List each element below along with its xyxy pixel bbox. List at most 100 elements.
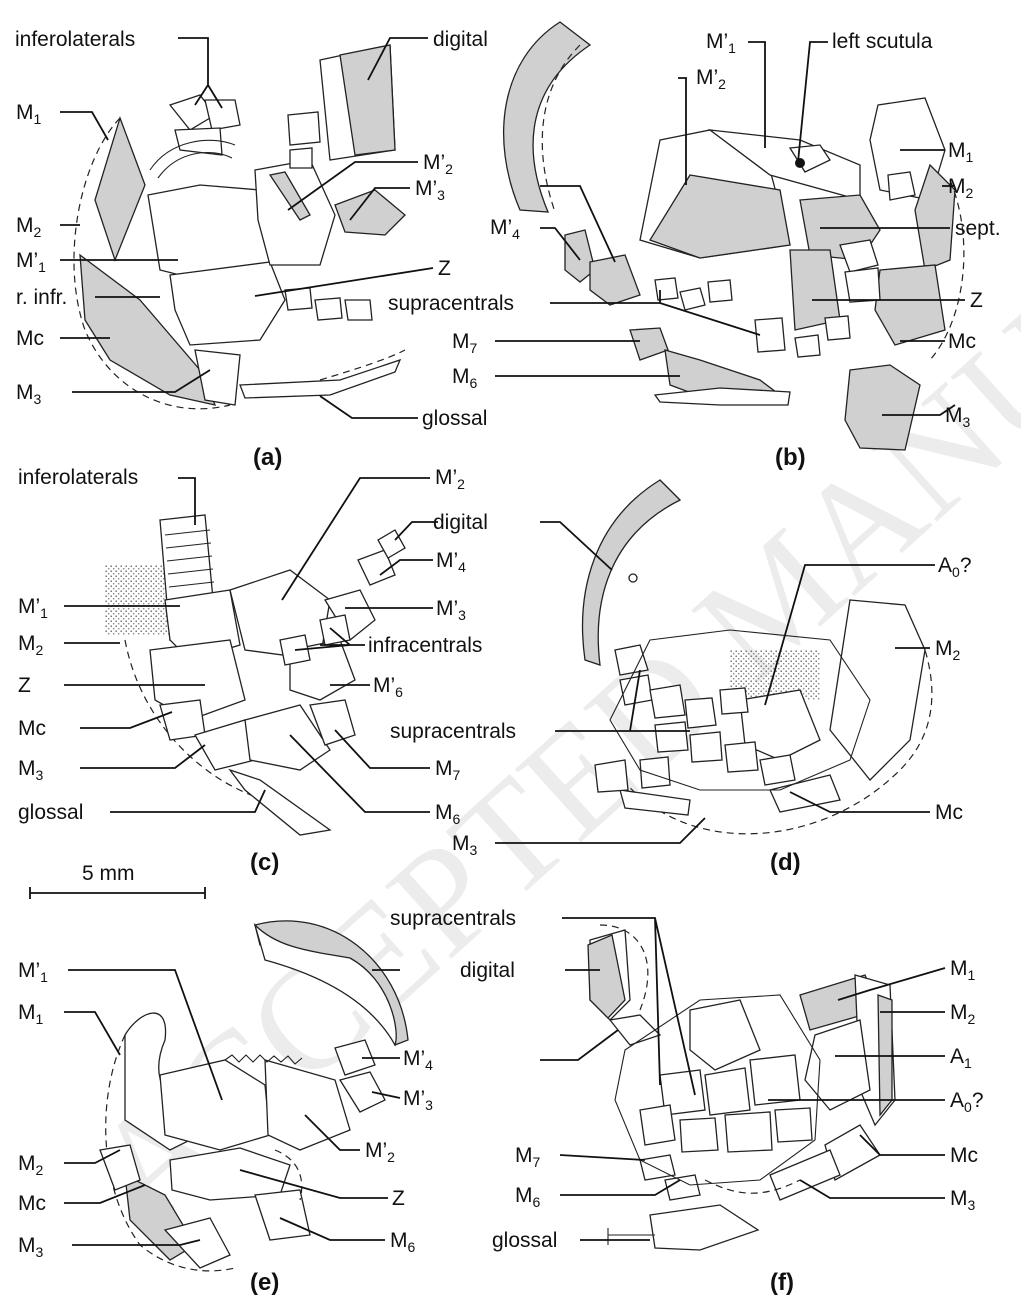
panel-a: inferolaterals digital M1 M2 M’1 r. infr… [15, 28, 488, 471]
label-mp4: M’4 [403, 1047, 433, 1073]
label-m1: M1 [948, 139, 974, 165]
label-supracentrals: supracentrals [388, 292, 514, 315]
label-m2: M2 [950, 1001, 976, 1027]
bone-sc-d9 [595, 760, 628, 792]
scale-bar-line [30, 887, 205, 899]
bone-glossal [240, 360, 400, 398]
label-mp2: M’2 [365, 1139, 395, 1165]
label-mp1: M’1 [18, 959, 48, 985]
bone-sc-d6 [690, 732, 722, 762]
label-r-infr: r. infr. [16, 286, 67, 309]
bone-glossal [655, 388, 790, 405]
bone-supracentral-a2 [315, 298, 342, 320]
bone-glossal [230, 770, 330, 835]
label-m1: M1 [18, 1001, 44, 1027]
label-glossal: glossal [422, 407, 487, 430]
bone-m1 [95, 118, 145, 260]
leader-digital [395, 522, 438, 540]
scutula-dot [795, 158, 805, 168]
bone-inferolateral-2 [205, 100, 240, 130]
label-m1: M1 [950, 957, 976, 983]
label-glossal: glossal [492, 1229, 557, 1252]
panel-label-a: (a) [253, 444, 282, 471]
label-z: Z [392, 1187, 405, 1210]
label-mp3: M’3 [436, 597, 466, 623]
panel-label-b: (b) [775, 444, 806, 471]
bone-mc [875, 265, 945, 345]
bone-m2-small [888, 172, 915, 200]
leader-m1 [64, 1012, 120, 1055]
label-mp6: M’6 [373, 674, 403, 700]
leader-mp1 [748, 42, 765, 148]
bone-sc-f2 [705, 1068, 750, 1115]
bone-plate-small-2 [290, 148, 312, 168]
label-mp1: M’1 [18, 595, 48, 621]
label-m7: M7 [435, 757, 461, 783]
label-a0: A0? [950, 1089, 984, 1115]
label-mp1: M’1 [16, 249, 46, 275]
label-supracentrals: supracentrals [390, 907, 516, 930]
leader-m6 [560, 1180, 680, 1195]
bone-sc-f8 [775, 1108, 812, 1142]
bone-a1 [805, 1020, 870, 1110]
bone-sc-b1 [655, 278, 678, 300]
bone-m6 [255, 1190, 310, 1240]
bone-m2-shade [878, 995, 892, 1115]
bone-sc-d10 [760, 755, 795, 785]
label-mp3: M’3 [415, 177, 445, 203]
bone-sc-f3 [750, 1055, 800, 1105]
bone-sc-b3 [708, 280, 732, 302]
label-m2: M2 [948, 175, 974, 201]
scale-bar: 5 mm [30, 862, 205, 899]
label-digital: digital [433, 28, 488, 51]
panel-label-c: (c) [250, 849, 279, 876]
label-glossal: glossal [18, 801, 83, 824]
label-m6: M6 [452, 365, 478, 391]
bone-glossal [650, 1205, 758, 1250]
label-m3: M3 [18, 757, 44, 783]
label-digital: digital [460, 959, 515, 982]
panel-label-e: (e) [250, 1269, 279, 1296]
label-m6: M6 [390, 1229, 416, 1255]
label-m3: M3 [18, 1234, 44, 1260]
label-mp2: M’2 [435, 466, 465, 492]
label-a0: A0? [938, 554, 972, 580]
leader-m1 [60, 112, 108, 140]
label-mp4: M’4 [490, 216, 520, 242]
bone-digital-dot [629, 574, 637, 582]
leader-glossal [110, 790, 265, 812]
bone-sc-d5 [655, 722, 688, 752]
bone-m7 [640, 1155, 675, 1180]
label-z: Z [18, 674, 31, 697]
bone-sc-f6 [680, 1118, 718, 1152]
label-mp2: M’2 [696, 66, 726, 92]
label-mp2: M’2 [423, 151, 453, 177]
leader-m3 [80, 745, 205, 768]
label-mc: Mc [18, 1192, 46, 1215]
bone-m7 [630, 328, 668, 360]
leader-supracentrals [562, 918, 695, 1095]
bone-supracentral-a3 [345, 300, 372, 320]
label-z: Z [438, 257, 451, 280]
label-m3: M3 [950, 1187, 976, 1213]
bone-sc-d3 [650, 685, 685, 718]
leader-glossal [320, 396, 418, 418]
label-sept: sept. [955, 217, 1001, 240]
bone-glossal-base [608, 1228, 655, 1245]
scale-bar-label: 5 mm [82, 862, 135, 885]
bone-sc-f5 [640, 1105, 675, 1145]
bone-m3 [770, 1150, 840, 1200]
bone-sc-d7 [725, 742, 758, 772]
bone-sc-d4 [685, 698, 716, 728]
label-mc: Mc [948, 330, 976, 353]
bone-sc-b2 [680, 288, 705, 310]
label-mc: Mc [950, 1144, 978, 1167]
label-inferolaterals: inferolaterals [18, 466, 138, 489]
label-left-scutula: left scutula [832, 30, 933, 53]
label-m2: M2 [18, 1152, 44, 1178]
bone-sc-d11 [720, 688, 748, 714]
panel-label-f: (f) [770, 1269, 794, 1296]
label-supracentrals: supracentrals [390, 720, 516, 743]
label-m7: M7 [515, 1144, 541, 1170]
